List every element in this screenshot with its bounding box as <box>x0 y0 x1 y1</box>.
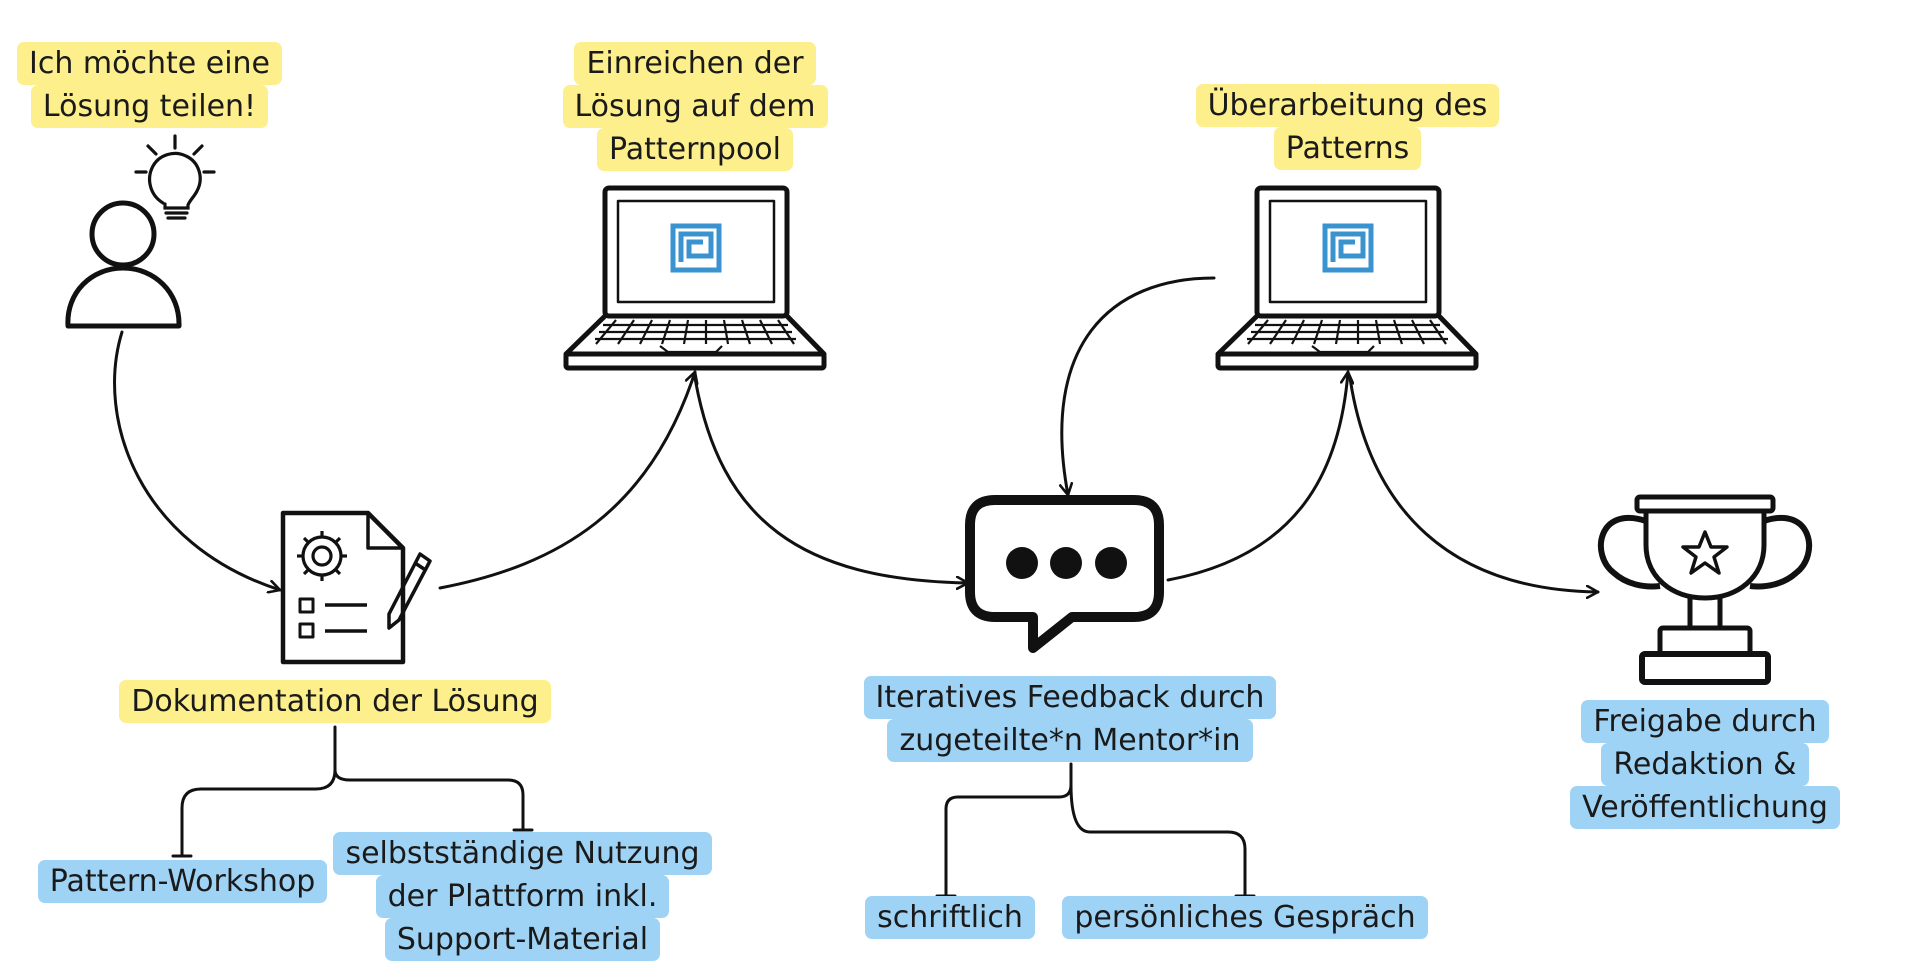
arrow-feedback-to-revise <box>1166 370 1348 582</box>
lightbulb-icon <box>134 134 216 220</box>
arrow-document-to-submit <box>438 370 695 590</box>
branch-document <box>171 725 534 858</box>
chat-bubble-icon <box>965 495 1164 653</box>
trophy-icon <box>1597 494 1813 685</box>
step-label-feedback: Iteratives Feedback durch zugeteilte*n M… <box>860 676 1280 762</box>
branch-feedback <box>935 762 1256 898</box>
arrow-person-to-document <box>113 330 282 590</box>
gear-icon <box>297 531 347 581</box>
arrow-revise-to-feedback <box>1062 276 1216 497</box>
option-label-workshop: Pattern-Workshop <box>25 860 340 903</box>
star-icon <box>1681 530 1729 575</box>
arrow-revise-to-release <box>1348 376 1600 592</box>
patternpool-logo-icon <box>1322 223 1374 273</box>
option-label-written: schriftlich <box>845 896 1055 939</box>
step-label-document: Dokumentation der Lösung <box>95 680 575 723</box>
patternpool-logo-icon <box>670 223 722 273</box>
pencil-icon <box>387 552 432 630</box>
person-icon <box>65 200 182 329</box>
step-label-submit: Einreichen der Lösung auf dem Patternpoo… <box>555 42 835 171</box>
laptop-icon <box>1215 185 1479 371</box>
option-label-selfservice: selbstständige Nutzung der Plattform ink… <box>330 832 715 961</box>
step-label-revise: Überarbeitung des Patterns <box>1175 84 1520 170</box>
laptop-icon <box>563 185 827 371</box>
step-label-release: Freigabe durch Redaktion & Veröffentlich… <box>1550 700 1860 829</box>
option-label-talk: persönliches Gespräch <box>1040 896 1450 939</box>
arrow-submit-to-feedback <box>693 376 970 583</box>
document-icon <box>280 510 406 665</box>
step-label-share: Ich möchte eine Lösung teilen! <box>14 42 285 128</box>
